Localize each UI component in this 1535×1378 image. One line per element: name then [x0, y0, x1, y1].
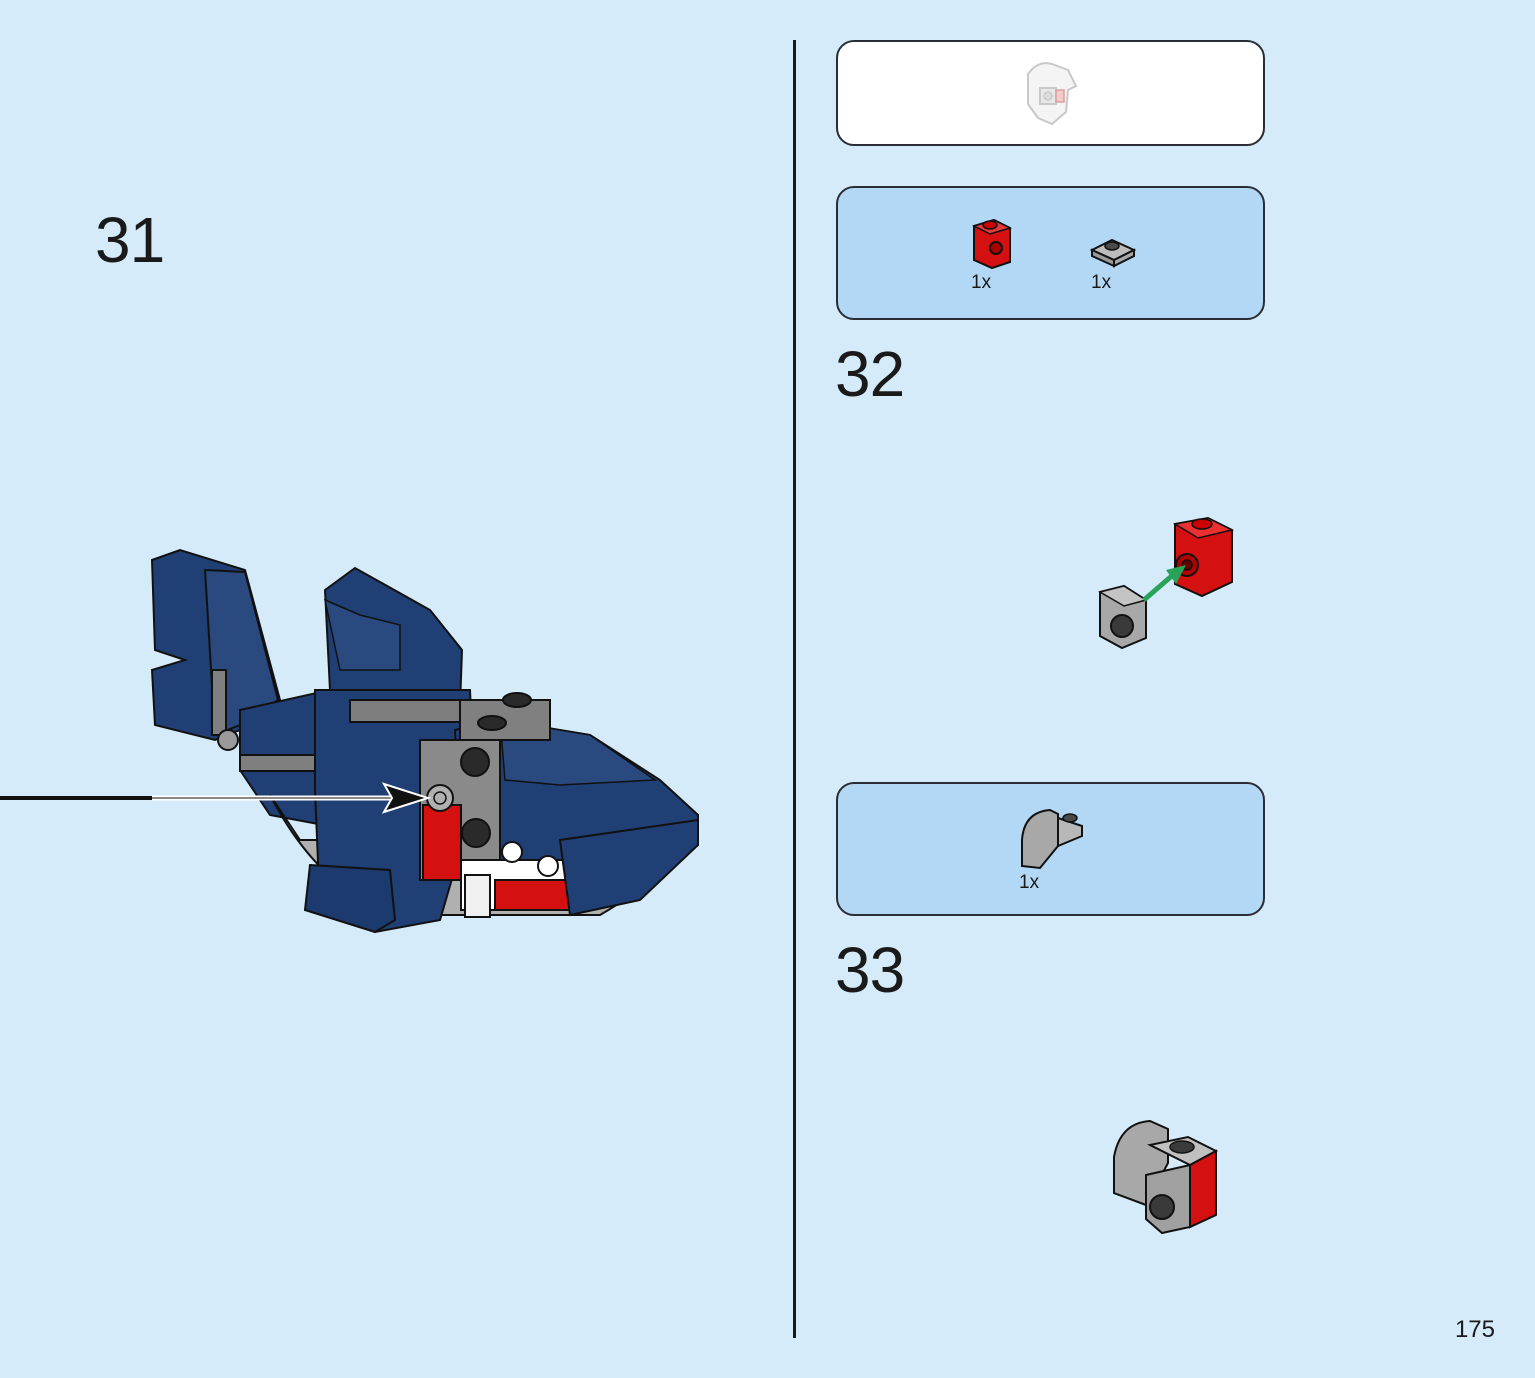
step-33-part-1-qty: 1x [1019, 872, 1040, 893]
step-32-part-1-qty: 1x [971, 272, 992, 293]
step-32-part-2-qty: 1x [1091, 272, 1112, 293]
step-32-assembly-illustration [1098, 516, 1235, 650]
subassembly-ghost-icon [1027, 62, 1078, 126]
step-32-parts-box: 1x 1x [836, 186, 1265, 320]
red-bracket-brick-icon [971, 218, 1013, 270]
page-number: 175 [1454, 1316, 1495, 1343]
gray-round-plate-icon [1089, 238, 1137, 268]
subassembly-preview-box [836, 40, 1265, 146]
page-divider [793, 40, 796, 1338]
step-33-number: 33 [835, 934, 905, 1006]
step-31-number: 31 [95, 204, 165, 276]
gray-curved-slope-icon [1021, 808, 1083, 870]
step-33-parts-box: 1x [836, 782, 1265, 916]
step-33-assembly-illustration [1113, 1119, 1219, 1235]
step-32-number: 32 [835, 338, 905, 410]
shark-model-illustration [0, 548, 699, 934]
